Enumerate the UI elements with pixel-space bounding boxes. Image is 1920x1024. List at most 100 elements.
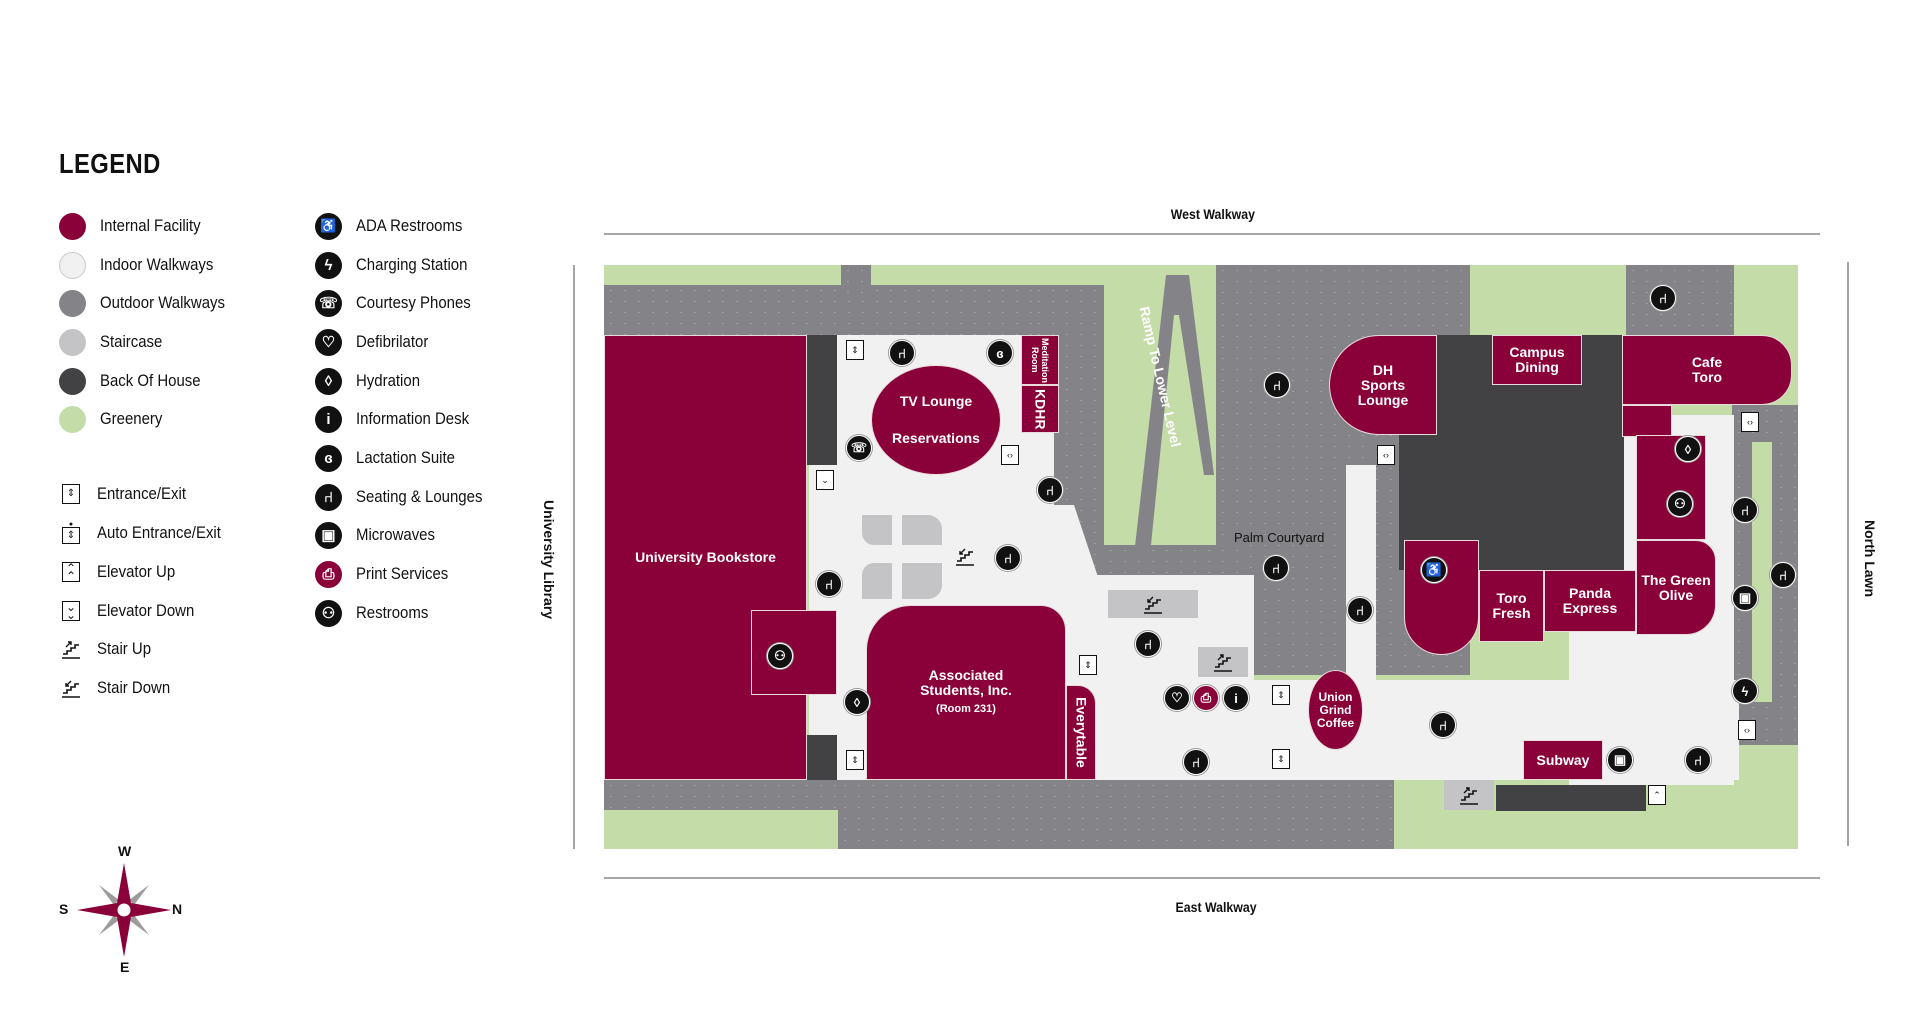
legend-item-internal-facility: Internal Facility — [59, 212, 214, 240]
legend-label: Auto Entrance/Exit — [97, 523, 221, 542]
seating-icon[interactable]: ⑁ — [889, 340, 915, 366]
legend-label: Print Services — [356, 564, 449, 583]
legend-label: Elevator Down — [97, 601, 195, 620]
elevator-up-icon[interactable]: ⌃ — [1648, 785, 1666, 805]
seating-icon[interactable]: ⑁ — [1430, 712, 1456, 738]
facility-union-grind-coffee[interactable]: Union Grind Coffee — [1308, 670, 1363, 750]
facility-ada-restroom-block[interactable] — [1404, 540, 1479, 655]
facility-subway[interactable]: Subway — [1523, 740, 1603, 780]
legend-item-entrance-exit: ⇕ Entrance/Exit — [59, 480, 198, 508]
legend-label: Entrance/Exit — [97, 484, 186, 503]
seating-icon[interactable]: ⑁ — [1732, 497, 1758, 523]
legend-label: ADA Restrooms — [356, 216, 463, 235]
legend-label: Restrooms — [356, 603, 429, 622]
seating-icon[interactable]: ⑁ — [1263, 555, 1289, 581]
facility-label: Cafe Toro — [1691, 354, 1723, 385]
legend-title: LEGEND — [59, 148, 161, 179]
stair-up-icon[interactable] — [1212, 651, 1234, 673]
facility-kdhr[interactable]: KDHR — [1021, 385, 1059, 433]
hydration-icon[interactable]: ◊ — [1675, 436, 1701, 462]
stair-down-icon[interactable] — [954, 545, 976, 567]
seating-icon[interactable]: ⑁ — [816, 571, 842, 597]
seating-icon[interactable]: ⑁ — [1264, 372, 1290, 398]
seating-icon[interactable]: ⑁ — [1650, 285, 1676, 311]
facility-everytable[interactable]: Everytable — [1066, 685, 1096, 780]
facility-label: Associated — [928, 667, 1004, 683]
hydration-icon[interactable]: ◊ — [844, 689, 870, 715]
side-entrance-icon[interactable]: ‹› — [1377, 445, 1395, 465]
information-desk-icon[interactable]: i — [1223, 685, 1249, 711]
charging-station-icon[interactable]: ϟ — [1732, 678, 1758, 704]
facility-green-olive[interactable]: The Green Olive — [1636, 540, 1716, 635]
seating-icon[interactable]: ⑁ — [995, 545, 1021, 571]
microwave-icon[interactable]: ▣ — [1607, 747, 1633, 773]
legend-item-elevator-down: ⌄⌄ Elevator Down — [59, 597, 208, 625]
seating-icon[interactable]: ⑁ — [1037, 477, 1063, 503]
back-of-house-swatch — [59, 367, 86, 395]
legend-label: Outdoor Walkways — [100, 293, 225, 312]
greenery-swatch — [59, 405, 86, 433]
outdoor-walkway-south-lower — [838, 780, 1394, 849]
auto-side-entrance-icon[interactable]: ‹› — [1738, 720, 1756, 740]
entrance-exit-icon[interactable]: ⇕ — [1079, 655, 1097, 675]
direction-label-top: West Walkway — [1170, 206, 1255, 222]
direction-label-right: North Lawn — [1862, 520, 1878, 597]
compass-rose: W E S N — [59, 843, 189, 975]
facility-university-bookstore[interactable]: University Bookstore — [604, 335, 807, 780]
elevator-up-icon: ⌃⌃ — [59, 559, 83, 585]
seating-icon[interactable]: ⑁ — [1347, 597, 1373, 623]
auto-entrance-exit-icon[interactable]: ⇕ — [1272, 685, 1290, 705]
stair-up-icon — [59, 636, 83, 662]
courtesy-phone-icon[interactable]: ☏ — [846, 435, 872, 461]
facility-label-tv-lounge: TV Lounge — [899, 393, 973, 409]
auto-entrance-exit-icon[interactable]: ⇕ — [846, 340, 864, 360]
defibrillator-icon[interactable]: ♡ — [1164, 685, 1190, 711]
legend-label: Information Desk — [356, 409, 470, 428]
ada-restroom-icon[interactable]: ♿ — [1421, 557, 1447, 583]
compass-label-top: W — [118, 843, 132, 859]
legend-item-defibrilator: ♡ Defibrilator — [315, 328, 438, 356]
walkway-diagonal — [1054, 505, 1134, 685]
restroom-icon[interactable]: ⚇ — [767, 643, 793, 669]
facility-cafe-toro[interactable]: Cafe Toro — [1622, 335, 1792, 405]
legend-item-print-services: ⎙ Print Services — [315, 560, 461, 588]
facility-toro-fresh[interactable]: Toro Fresh — [1479, 570, 1544, 642]
facility-panda-express[interactable]: Panda Express — [1544, 570, 1636, 632]
floor-map[interactable]: Ramp To Lower Level University Bookstore… — [604, 265, 1798, 849]
auto-entrance-exit-icon[interactable]: ⇕ — [1272, 749, 1290, 769]
facility-dh-sports-lounge[interactable]: DH Sports Lounge — [1329, 335, 1437, 435]
entrance-exit-icon: ⇕ — [59, 481, 83, 507]
staircase-swatch — [59, 328, 86, 356]
stair-down-icon[interactable] — [1142, 593, 1164, 615]
print-services-icon[interactable]: ⎙ — [1193, 685, 1219, 711]
restroom-icon[interactable]: ⚇ — [1667, 491, 1693, 517]
side-entrance-icon[interactable]: ‹› — [1741, 412, 1759, 432]
seating-icon[interactable]: ⑁ — [1183, 749, 1209, 775]
print-services-icon: ⎙ — [315, 560, 342, 588]
seating-icon[interactable]: ⑁ — [1685, 747, 1711, 773]
facility-label: Everytable — [1073, 697, 1090, 768]
stair-up-icon[interactable] — [1458, 784, 1480, 806]
facility-campus-dining[interactable]: Campus Dining — [1492, 335, 1582, 385]
facility-label: Subway — [1536, 751, 1590, 768]
lactation-suite-icon[interactable]: ɞ — [987, 340, 1013, 366]
indoor-walkway-connector — [1346, 465, 1376, 685]
microwave-icon[interactable]: ▣ — [1732, 585, 1758, 611]
legend-item-information-desk: i Information Desk — [315, 405, 485, 433]
elevator-down-icon[interactable]: ⌄ — [816, 470, 834, 490]
facility-associated-students[interactable]: Associated Students, Inc. (Room 231) — [866, 605, 1066, 780]
direction-label-left: University Library — [541, 500, 557, 620]
internal-facility-swatch — [59, 212, 86, 240]
facility-tv-lounge-reservations[interactable]: TV Lounge Reservations — [871, 365, 1001, 475]
auto-entrance-exit-icon: ●⇕ — [59, 520, 83, 546]
facility-bookstore-restroom[interactable] — [751, 610, 837, 695]
side-entrance-icon[interactable]: ‹› — [1001, 445, 1019, 465]
seating-icon[interactable]: ⑁ — [1135, 631, 1161, 657]
facility-meditation-room[interactable]: Meditation Room — [1021, 335, 1059, 385]
auto-entrance-exit-icon[interactable]: ⇕ — [846, 750, 864, 770]
top-boundary-line — [604, 233, 1820, 235]
seating-icon[interactable]: ⑁ — [1770, 562, 1796, 588]
restroom-icon: ⚇ — [315, 599, 342, 627]
compass-label-right: N — [172, 901, 183, 917]
outdoor-walkways-swatch — [59, 289, 86, 317]
